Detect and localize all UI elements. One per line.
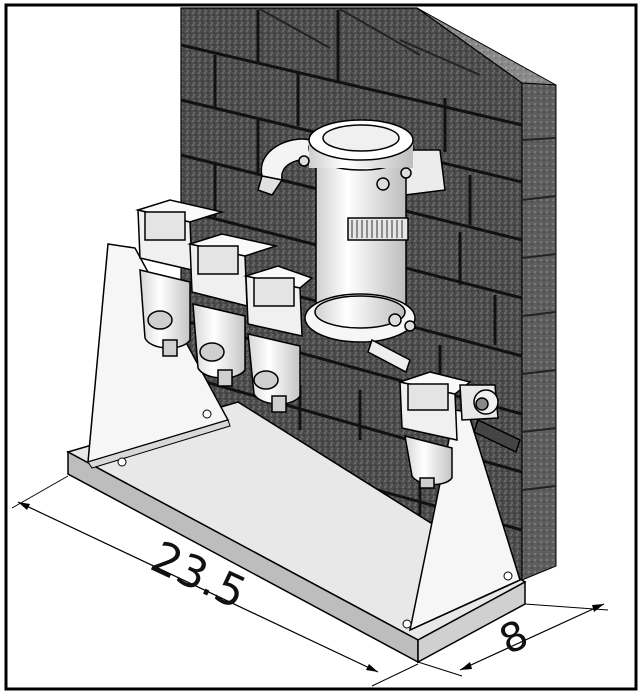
mounting-hole	[202, 409, 212, 419]
mounting-hole	[117, 457, 127, 467]
filter-unit-2	[187, 233, 279, 387]
mounting-hole	[402, 619, 412, 629]
base-plate	[66, 401, 527, 664]
right-mounting-bracket	[402, 409, 521, 632]
filter-unit-3	[243, 265, 314, 413]
canister-filter	[257, 119, 446, 374]
mounting-hole	[503, 571, 513, 581]
filter-unit-1	[135, 199, 225, 357]
ball-valve	[459, 384, 521, 454]
left-mounting-bracket	[87, 243, 231, 469]
filter-unit-right	[397, 371, 472, 489]
